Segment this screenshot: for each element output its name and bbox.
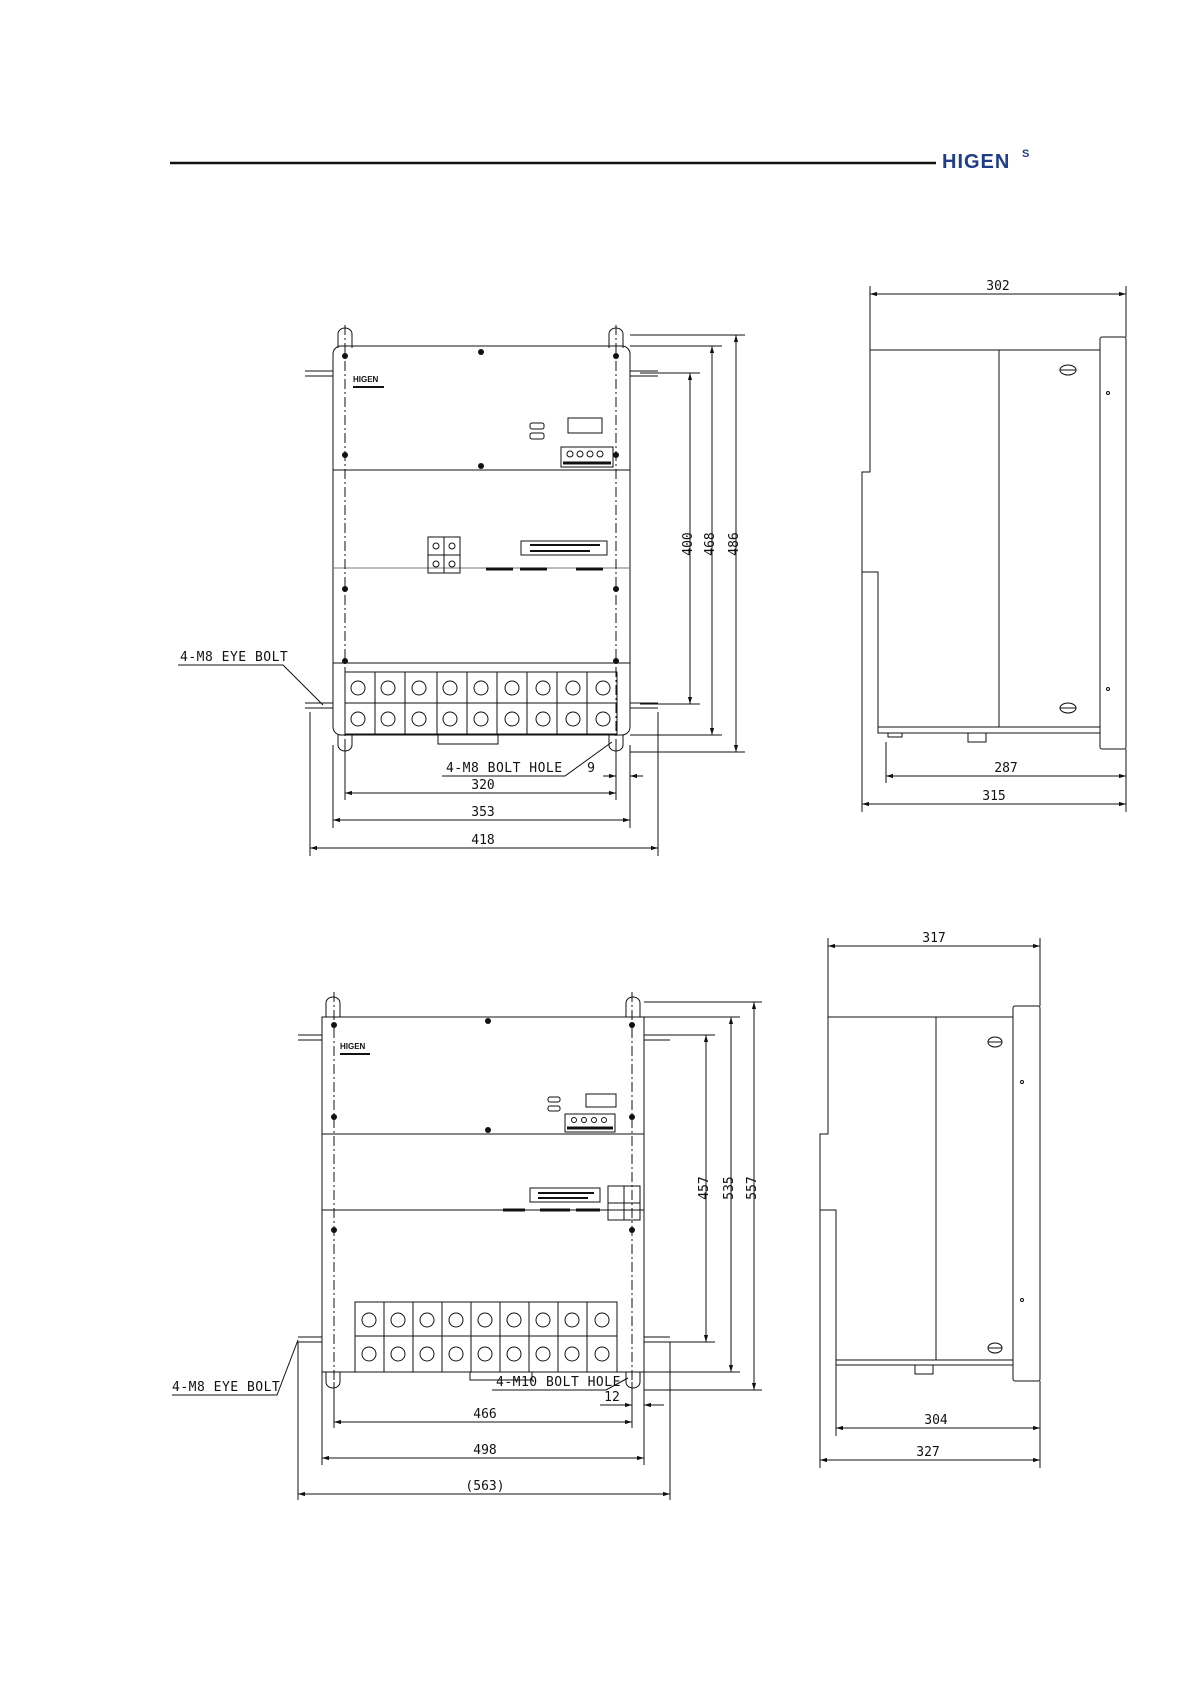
dim-width-353: 353 <box>471 805 494 820</box>
dim-width-498: 498 <box>473 1443 496 1458</box>
side-view-1 <box>862 286 1126 812</box>
dimension-lines <box>172 1002 762 1500</box>
note-eye-bolt: 4-M8 EYE BOLT <box>180 650 288 665</box>
dim-width-320: 320 <box>471 778 494 793</box>
note-bolt-hole: 4-M10 BOLT HOLE <box>496 1375 621 1390</box>
front-view-2-labels: 457 535 557 466 498 (563) 12 4-M8 EYE BO… <box>172 1176 760 1494</box>
power-terminal-block <box>355 1302 617 1380</box>
note-eye-bolt: 4-M8 EYE BOLT <box>172 1380 280 1395</box>
dim-height-400: 400 <box>681 532 696 555</box>
side-view-2-labels: 317 304 327 <box>916 931 948 1460</box>
front-view-2: HIGEN <box>172 992 762 1500</box>
dim-height-486: 486 <box>727 532 742 555</box>
cabinet-logo: HIGEN <box>340 1042 366 1051</box>
dim-depth-302: 302 <box>986 279 1009 294</box>
brand-logo-superscript: S <box>1022 148 1029 160</box>
dim-offset-12: 12 <box>604 1390 620 1405</box>
power-terminal-block <box>345 672 617 744</box>
status-leds <box>530 423 544 429</box>
page-header: HIGEN S <box>170 148 1029 173</box>
dimension-lines <box>178 335 745 856</box>
brand-logo: HIGEN <box>942 151 1010 173</box>
dim-width-563: (563) <box>465 1479 504 1494</box>
screws <box>331 1018 635 1233</box>
dim-height-557: 557 <box>745 1176 760 1199</box>
eye-bolt <box>305 371 658 708</box>
note-bolt-hole: 4-M8 BOLT HOLE <box>446 761 563 776</box>
side-view-2 <box>820 938 1040 1468</box>
warning-label <box>530 1188 600 1202</box>
front-view-1: HIGEN <box>178 325 745 856</box>
warning-label <box>521 541 607 555</box>
dim-depth-327: 327 <box>916 1445 939 1460</box>
dim-width-418: 418 <box>471 833 494 848</box>
display-window <box>568 418 602 433</box>
dim-height-535: 535 <box>722 1176 737 1199</box>
side-view-1-labels: 302 287 315 <box>982 279 1017 804</box>
keypad-buttons <box>563 451 611 463</box>
dim-depth-317: 317 <box>922 931 945 946</box>
dim-height-457: 457 <box>697 1176 712 1199</box>
dim-offset-9: 9 <box>587 761 595 776</box>
side-profile <box>820 1017 1013 1365</box>
cabinet-logo: HIGEN <box>353 375 379 384</box>
dim-depth-315: 315 <box>982 789 1005 804</box>
dim-height-468: 468 <box>703 532 718 555</box>
side-profile <box>862 350 1100 733</box>
dim-depth-287: 287 <box>994 761 1017 776</box>
dim-width-466: 466 <box>473 1407 496 1422</box>
display-window <box>586 1094 616 1107</box>
screws <box>342 349 619 664</box>
front-flange <box>1013 1006 1040 1381</box>
status-leds <box>530 433 544 439</box>
eye-bolt <box>298 1035 670 1342</box>
dim-depth-304: 304 <box>924 1413 948 1428</box>
front-flange <box>1100 337 1126 749</box>
